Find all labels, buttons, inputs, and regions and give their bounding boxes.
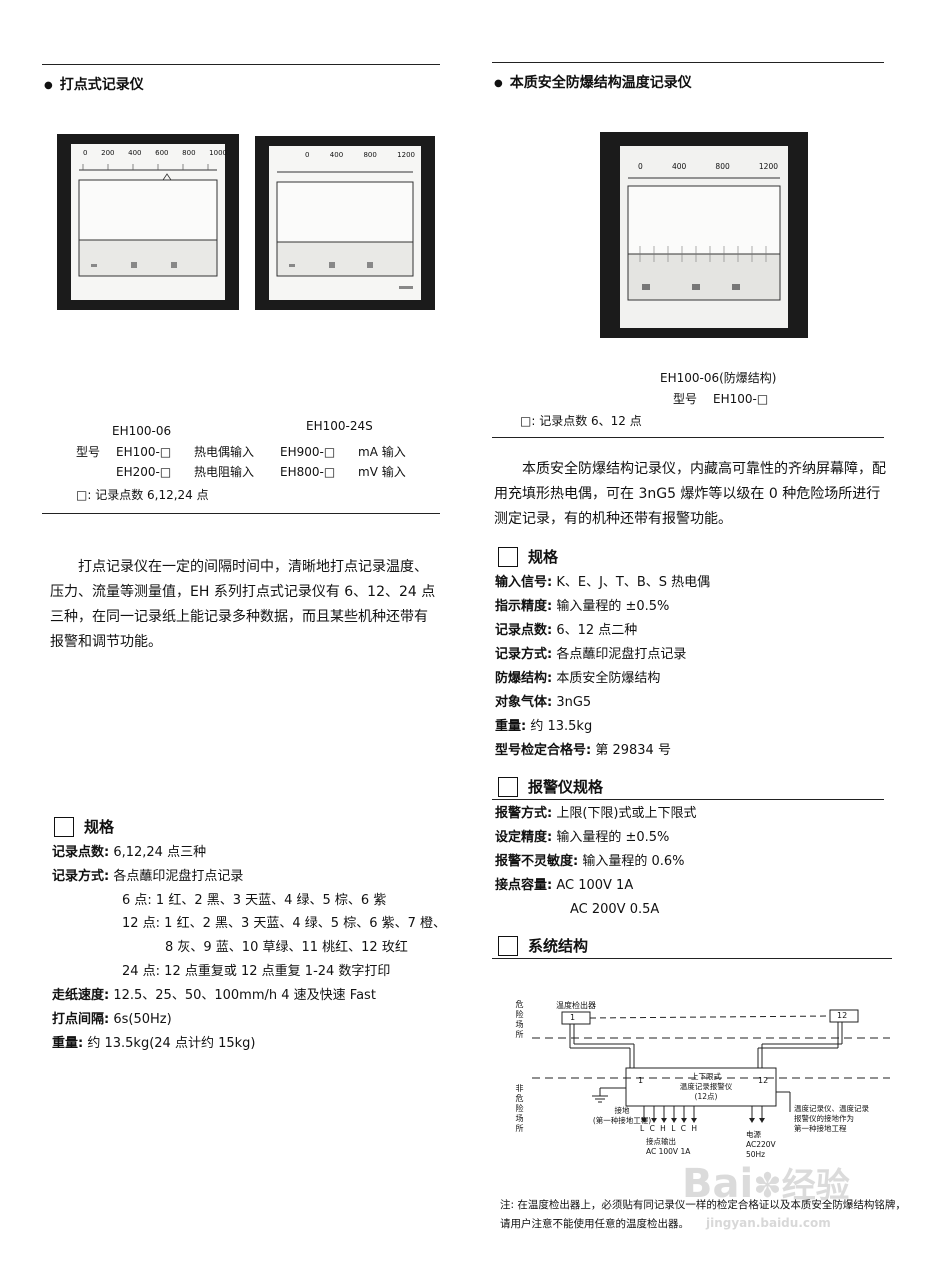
spec-line: 8 灰、9 蓝、10 草绿、11 桃红、12 玫红 [165,940,408,955]
system-heading: 系统结构 [498,935,588,956]
system-heading-rule [492,958,892,959]
zone-hazard-label: 危险场所 [515,1000,524,1040]
right-top-rule [492,62,884,63]
spec-line: 重量: 约 13.5kg [495,719,593,734]
spec-line: 输入信号: K、E、J、T、B、S 热电偶 [495,575,711,590]
left-top-rule [42,64,440,65]
recorder-input-12: 12 [758,1076,769,1085]
spec-line: 记录方式: 各点蘸印泥盘打点记录 [52,869,244,884]
model-caption-eh100-24s: EH100-24S [306,419,373,433]
spec-line: 防爆结构: 本质安全防爆结构 [495,671,661,686]
contact-letters: L C H L C H [640,1124,698,1133]
checkbox-square-icon [498,935,518,956]
recorder-face-1 [78,164,218,277]
watermark-logo: Bai✽经验 [682,1161,850,1207]
spec-line: 报警方式: 上限(下限)式或上下限式 [495,806,697,821]
recorder-face-2 [276,171,414,289]
ground-label: 接地 (第一种接地工程) [592,1106,652,1125]
recorder-face-3 [627,177,781,301]
checkbox-square-icon [498,546,518,567]
sensor-1-label: 1 [570,1013,576,1022]
alarm-heading-rule [492,799,884,800]
spec-line: 24 点: 12 点重复或 12 点重复 1-24 数字打印 [122,964,391,979]
power-label: 电源 AC220V 50Hz [746,1130,776,1159]
spec-line: 指示精度: 输入量程的 ±0.5% [495,599,670,614]
spec-line: 记录方式: 各点蘸印泥盘打点记录 [495,647,687,662]
spec-line: 打点间隔: 6s(50Hz) [52,1012,172,1027]
left-spec-heading: 规格 [54,816,114,837]
spec-line: 报警不灵敏度: 输入量程的 0.6% [495,854,685,869]
right-photo-caption: EH100-06(防爆结构) [660,371,777,385]
sensor-label: 温度检出器 [556,1001,596,1010]
ground-side-note: 温度记录仪、温度记录 报警仪的接地作为 第一种接地工程 [794,1104,869,1133]
system-diagram: 危险场所 非危险场所 温度检出器 1 12 1 12 上下限式 温度记录报警仪 … [500,992,900,1182]
alarm-spec-heading: 报警仪规格 [498,776,603,797]
right-mid-rule [492,437,884,438]
spec-line: 记录点数: 6,12,24 点三种 [52,845,207,860]
contact-output-label: 接点输出 AC 100V 1A [646,1137,691,1156]
diagram-lines [532,1009,890,1123]
left-mid-rule [42,513,440,514]
spec-line: 设定精度: 输入量程的 ±0.5% [495,830,670,845]
model-caption-eh100-06: EH100-06 [112,424,172,438]
recorder-input-1: 1 [638,1076,644,1085]
right-intro-paragraph: 本质安全防爆结构记录仪，内藏高可靠性的齐纳屏幕障，配用充填形热电偶，可在 3nG… [494,461,886,527]
footnote: 注: 在温度检出器上，必须贴有同记录仪一样的检定合格证以及本质安全防爆结构铭牌，… [500,1199,906,1230]
spec-line: 12 点: 1 红、2 黑、3 天蓝、4 绿、5 棕、6 紫、7 橙、 [122,916,447,931]
zone-safe-label: 非危险场所 [515,1084,524,1134]
right-points-note: □: 记录点数 6、12 点 [520,414,642,428]
sensor-12-label: 12 [837,1011,848,1020]
spec-line: AC 200V 0.5A [570,902,660,917]
watermark-url: jingyan.baidu.com [706,1216,831,1230]
spec-line: 走纸速度: 12.5、25、50、100mm/h 4 速及快速 Fast [52,988,376,1003]
spec-line: 记录点数: 6、12 点二种 [495,623,638,638]
checkbox-square-icon [498,776,518,797]
spec-line: 重量: 约 13.5kg(24 点计约 15kg) [52,1036,256,1051]
right-spec-heading: 规格 [498,546,558,567]
spec-line: 型号检定合格号: 第 29834 号 [495,743,671,758]
left-intro-paragraph: 打点记录仪在一定的间隔时间中，清晰地打点记录温度、压力、流量等测量值，EH 系列… [50,559,436,650]
left-points-note: □: 记录点数 6,12,24 点 [76,488,209,502]
spec-line: 接点容量: AC 100V 1A [495,878,634,893]
spec-line: 对象气体: 3nG5 [495,695,592,710]
recorder-title: 上下限式 温度记录报警仪 (12点) [679,1072,733,1101]
right-section-title: 本质安全防爆结构温度记录仪 [494,72,692,92]
left-section-title: 打点式记录仪 [44,74,144,94]
spec-line: 6 点: 1 红、2 黑、3 天蓝、4 绿、5 棕、6 紫 [122,893,387,908]
paw-icon: ✽ [753,1166,782,1206]
checkbox-square-icon [54,816,74,837]
